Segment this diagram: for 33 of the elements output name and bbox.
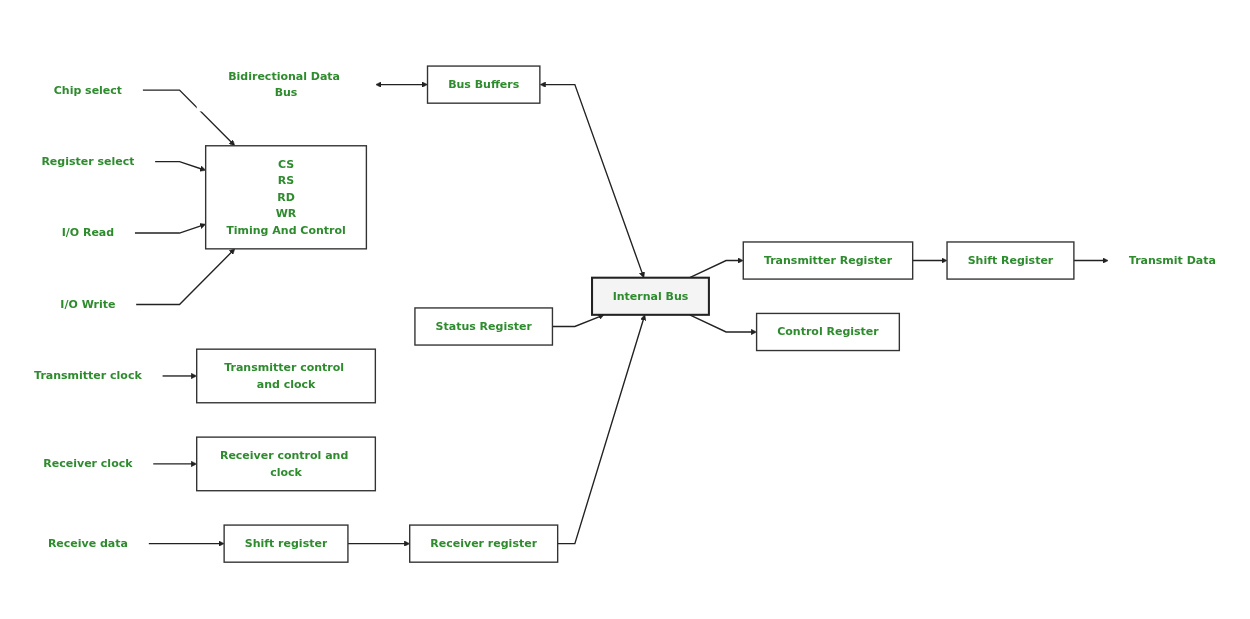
arrow: [347, 540, 410, 547]
node-text: Transmitter clock: [34, 368, 142, 382]
node-box: Receiver register: [409, 523, 559, 563]
node-box: Receiver control and clock: [196, 435, 377, 491]
node-text: Receiver clock: [43, 456, 133, 470]
arrow: [557, 314, 647, 544]
node-box: Shift Register: [946, 240, 1075, 280]
arrow: [539, 81, 645, 278]
arrow: [142, 88, 236, 146]
arrow: [1073, 257, 1109, 264]
arrow: [147, 540, 225, 547]
node-text: Receive data: [47, 536, 128, 550]
node-text: I/O Write: [60, 297, 116, 311]
node-box: CS RS RD WR Timing And Control: [204, 144, 368, 250]
node-box: Transmitter Register: [742, 240, 914, 280]
node-box: Status Register: [414, 306, 554, 346]
arrow: [375, 81, 428, 88]
node-box: Shift register: [223, 523, 349, 563]
node-text: Chip select: [53, 82, 123, 96]
arrow: [154, 160, 206, 171]
node-box: Bus Buffers: [426, 64, 541, 104]
arrow: [134, 222, 206, 234]
node-text: I/O Read: [61, 225, 115, 239]
node-box: Transmitter control and clock: [196, 348, 377, 403]
arrow: [161, 372, 197, 379]
node-box: Control Register: [755, 312, 901, 351]
node-text: Register select: [41, 154, 135, 168]
node-text: Bidirectional Data Bus: [228, 69, 341, 99]
arrow: [152, 460, 197, 467]
node-box: Internal Bus: [591, 276, 710, 316]
arrow: [135, 248, 236, 305]
node-text: Transmit Data: [1128, 253, 1216, 267]
arrow: [912, 257, 948, 264]
